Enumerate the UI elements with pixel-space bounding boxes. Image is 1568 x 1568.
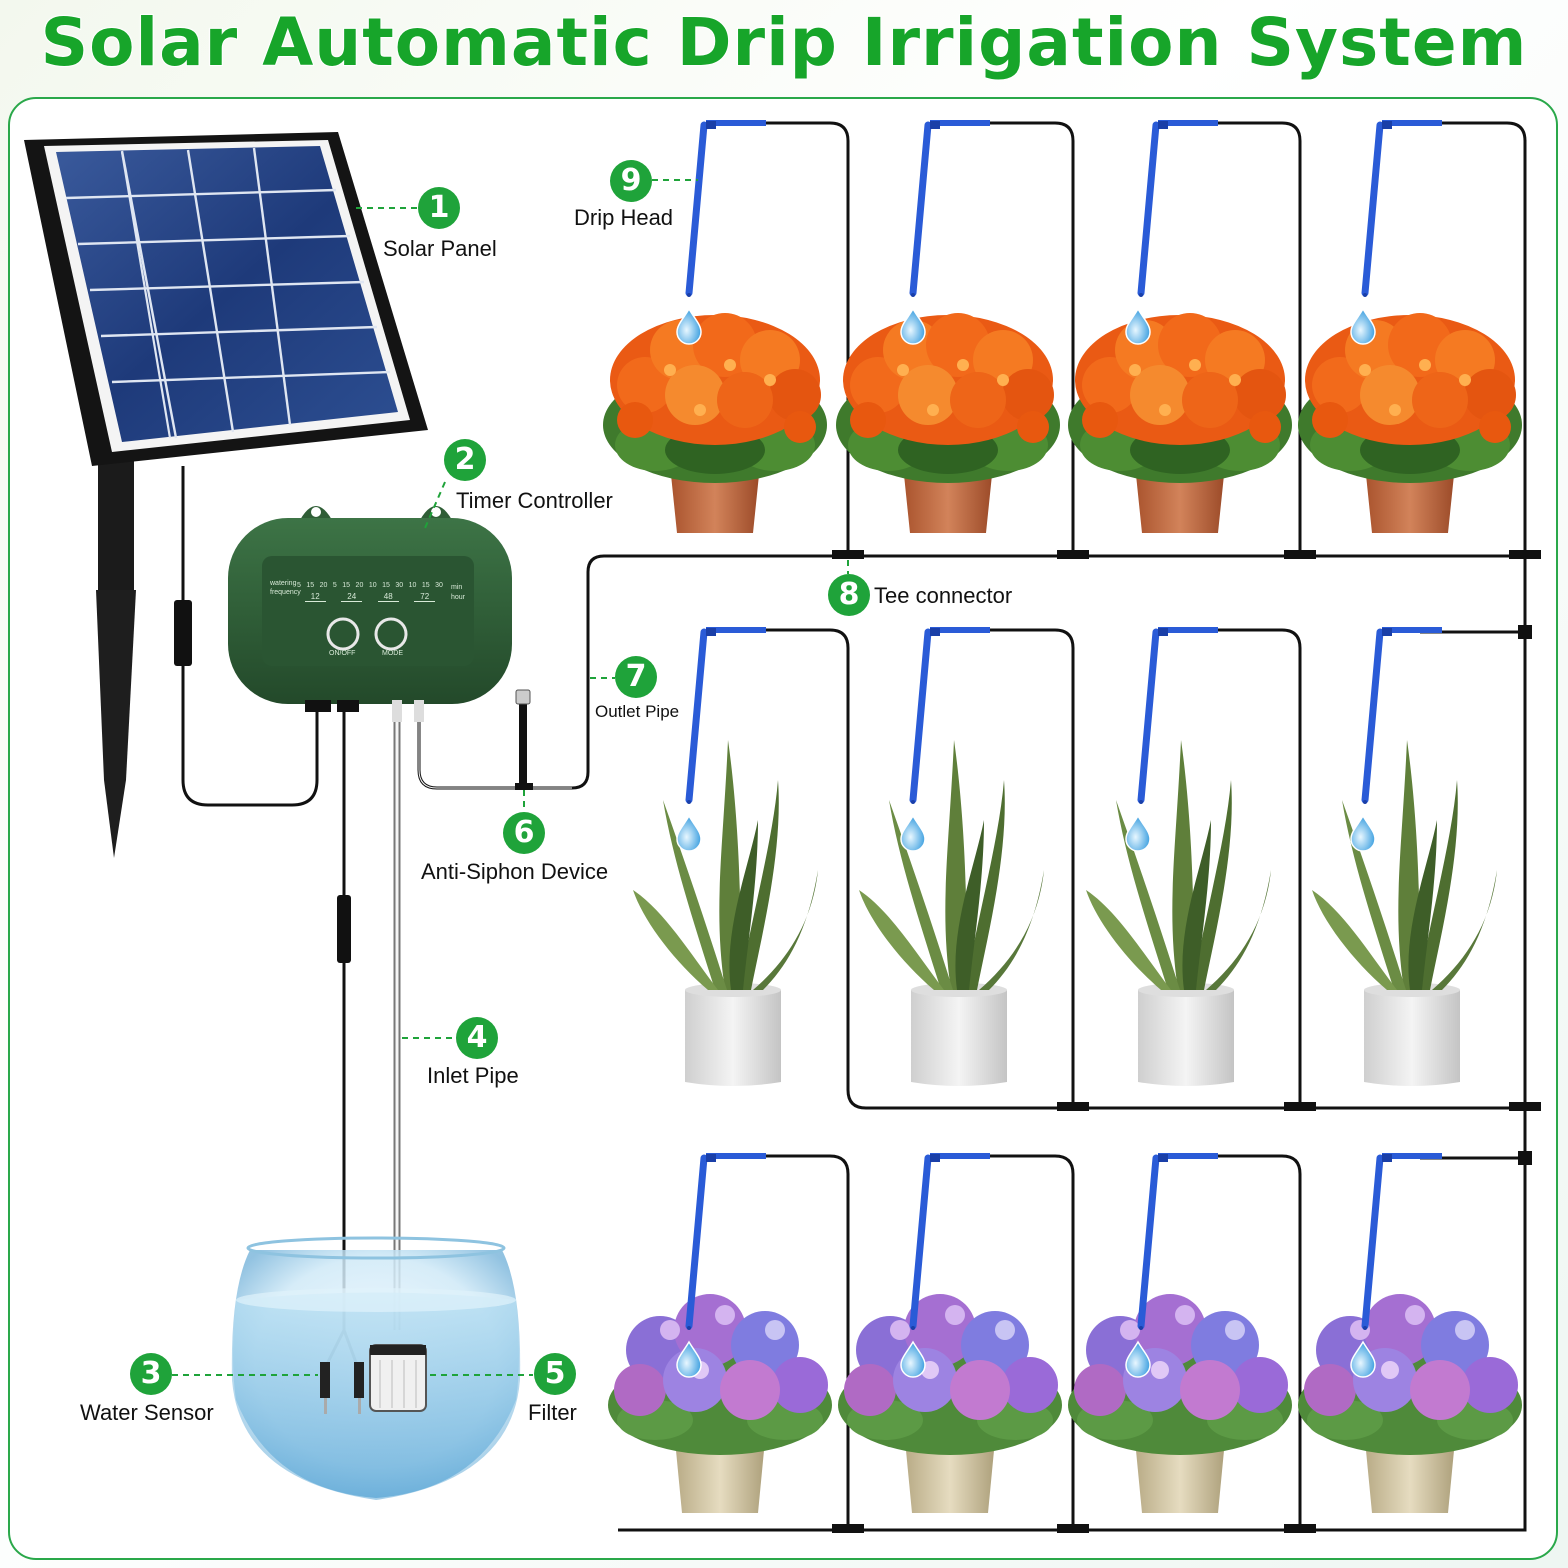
callout-6-label: Anti-Siphon Device <box>421 859 609 884</box>
hour-value: 24 <box>341 592 363 602</box>
callout-4-badge: 4 <box>456 1017 498 1059</box>
controller-label-frequency: frequency <box>270 589 301 596</box>
callout-7-badge: 7 <box>615 656 657 698</box>
drip-heads-row-3 <box>687 1154 1442 1330</box>
hour-value: 48 <box>377 592 399 602</box>
callout-leaders <box>172 179 849 1376</box>
callout-9-label: Drip Head <box>574 205 674 230</box>
callout-6-badge: 6 <box>503 812 545 854</box>
controller-unit-hour: hour <box>451 594 466 601</box>
callout-9-badge: 9 <box>610 160 652 202</box>
hour-value: 12 <box>304 592 326 602</box>
callout-2-label: Timer Controller <box>456 488 613 513</box>
tee-connectors <box>832 550 1541 1533</box>
minute-value: 20 <box>319 582 328 589</box>
callout-5-label: Filter <box>528 1400 577 1425</box>
plant-row-hydrangea <box>608 1294 1522 1513</box>
minute-value: 10 <box>408 582 417 589</box>
minute-value: 5 <box>332 582 337 589</box>
hour-value: 72 <box>414 592 436 602</box>
solar-panel <box>24 132 428 858</box>
pipe-network <box>618 121 1527 1532</box>
callout-8-badge: 8 <box>828 574 870 616</box>
water-bowl <box>231 1236 521 1500</box>
callout-7-label: Outlet Pipe <box>595 702 680 721</box>
callout-3-badge: 3 <box>130 1353 172 1395</box>
callout-1-label: Solar Panel <box>383 236 497 261</box>
timer-controller <box>228 506 512 722</box>
drip-heads-row-2 <box>687 628 1442 804</box>
on-off-button-label: ON/OFF <box>329 650 356 657</box>
page-title: Solar Automatic Drip Irrigation System <box>40 3 1528 82</box>
callout-4-label: Inlet Pipe <box>427 1063 519 1088</box>
callout-2-badge: 2 <box>444 439 486 481</box>
minute-value: 15 <box>342 582 351 589</box>
minute-value: 5 <box>297 582 301 589</box>
plant-row-orange <box>603 313 1522 533</box>
controller-minute-values: 5 15 20 5 15 20 10 15 30 10 15 30 <box>297 582 443 589</box>
water-drops-row-2 <box>676 815 1376 852</box>
minute-value: 30 <box>435 582 443 589</box>
controller-label-watering: watering <box>270 580 297 587</box>
minute-value: 15 <box>306 582 315 589</box>
callout-3-label: Water Sensor <box>80 1400 214 1425</box>
minute-value: 15 <box>382 582 390 589</box>
controller-hour-values: 12 24 48 72 <box>297 592 443 602</box>
minute-value: 20 <box>355 582 364 589</box>
minute-value: 30 <box>395 582 404 589</box>
drip-heads-row-1 <box>687 121 1442 297</box>
controller-unit-min: min <box>451 584 463 591</box>
callout-5-badge: 5 <box>534 1353 576 1395</box>
callout-1-badge: 1 <box>418 187 460 229</box>
callout-8-label: Tee connector <box>874 583 1013 608</box>
minute-value: 15 <box>421 582 430 589</box>
minute-value: 10 <box>368 582 377 589</box>
mode-button-label: MODE <box>382 650 403 657</box>
